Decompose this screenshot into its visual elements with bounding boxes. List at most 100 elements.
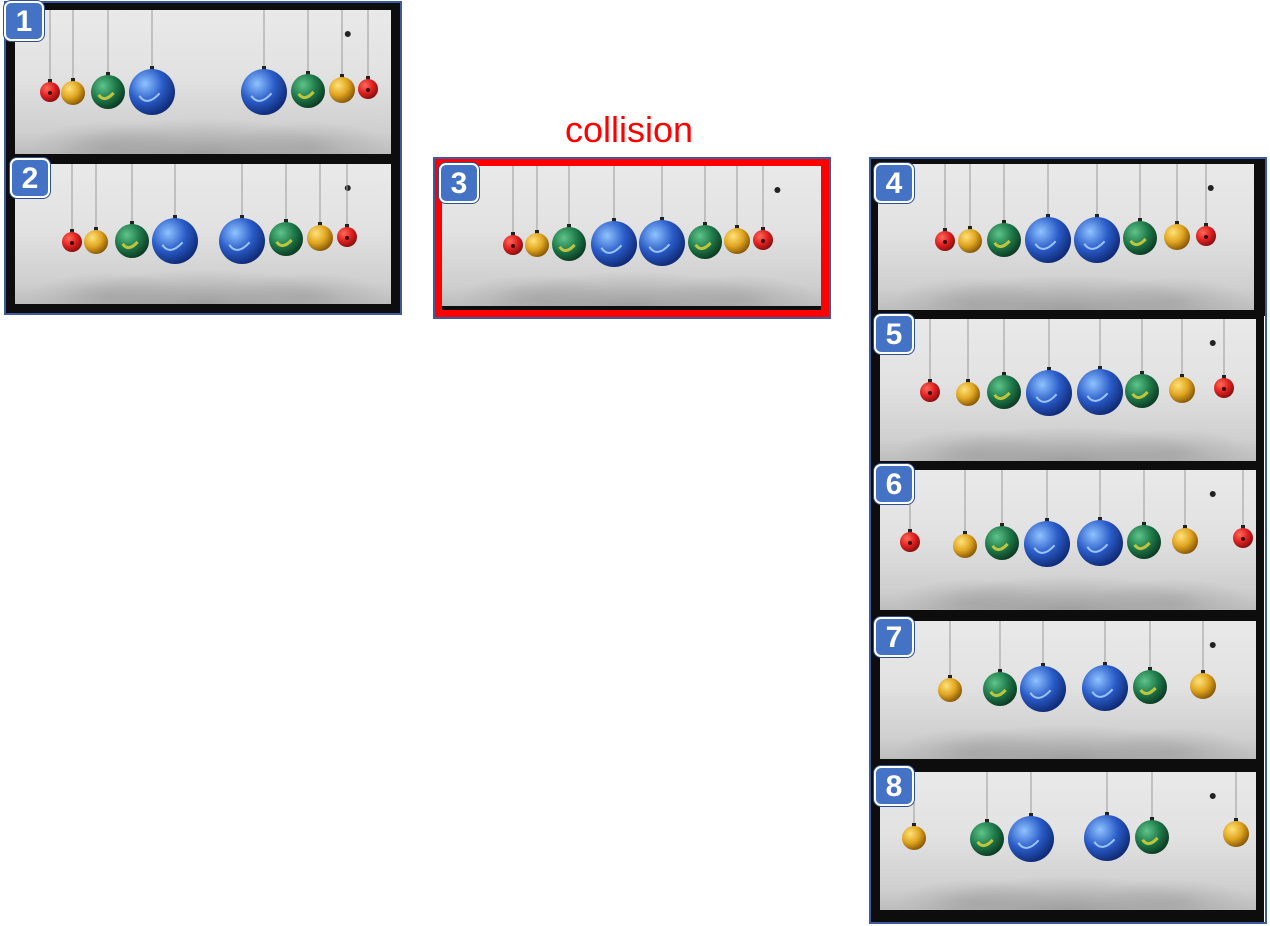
ball-hook [1002, 372, 1006, 376]
blue-ball [1008, 816, 1054, 862]
ball-spot [1204, 235, 1208, 239]
blue-ball [591, 221, 637, 267]
ball-hook [1047, 367, 1051, 371]
blue-ball [152, 218, 198, 264]
wall-dot [1209, 340, 1216, 346]
ball-pattern [97, 91, 115, 101]
blue-ball [241, 69, 287, 115]
ball-pattern [1091, 688, 1114, 698]
ball-pattern [1086, 543, 1109, 553]
ball-hook [1029, 813, 1033, 817]
wall-dot [774, 187, 781, 193]
panel-7-photo [880, 621, 1256, 759]
ball-hook [1000, 523, 1004, 527]
panel-6-frame [870, 466, 1264, 620]
panel-5-frame [870, 315, 1264, 471]
panel-number-badge: 2 [10, 158, 50, 198]
yellow-ball [1164, 224, 1190, 250]
wall-dot [1209, 793, 1216, 799]
ball-hook [1046, 214, 1050, 218]
ball-hook [928, 379, 932, 383]
pendulum-balls [920, 319, 1234, 416]
pendulum-balls [62, 164, 357, 264]
blue-ball [1077, 520, 1123, 566]
green-ball [1127, 525, 1161, 559]
yellow-ball [329, 77, 355, 103]
panel-2-frame [5, 156, 401, 314]
ball-hook [284, 219, 288, 223]
green-ball [1133, 670, 1167, 704]
panel-number-badge: 3 [439, 163, 479, 203]
ball-hook [567, 224, 571, 228]
ball-spot [511, 244, 515, 248]
ball-hook [366, 76, 370, 80]
blue-ball [1077, 369, 1123, 415]
ball-spot [345, 236, 349, 240]
ball-hook [1180, 374, 1184, 378]
green-ball [1135, 820, 1169, 854]
ball-pattern [297, 90, 315, 100]
green-ball [983, 672, 1017, 706]
ball-pattern [1029, 689, 1052, 699]
ball-hook [1138, 218, 1142, 222]
panel-number-badge: 6 [874, 464, 914, 504]
ball-hook [966, 379, 970, 383]
ball-hook [735, 225, 739, 229]
ball-pattern [1083, 240, 1106, 250]
yellow-ball [938, 678, 962, 702]
ball-pattern [600, 244, 623, 254]
ball-hook [306, 71, 310, 75]
green-ball [552, 227, 586, 261]
ball-hook [963, 531, 967, 535]
ball-pattern [558, 243, 576, 253]
ball-pattern [1133, 541, 1151, 551]
ball-spot [366, 88, 370, 92]
ball-pattern [1035, 393, 1058, 403]
ball-hook [943, 228, 947, 232]
ball-spot [48, 91, 52, 95]
ball-hook [1150, 817, 1154, 821]
blue-ball [129, 69, 175, 115]
ball-pattern [228, 241, 251, 251]
pendulum-balls [503, 166, 781, 267]
ball-spot [1241, 537, 1245, 541]
blue-ball [219, 218, 265, 264]
ball-hook [1098, 366, 1102, 370]
panel-7-frame [870, 617, 1264, 771]
green-ball [688, 225, 722, 259]
yellow-ball [307, 225, 333, 251]
ball-hook [912, 823, 916, 827]
ball-hook [1142, 522, 1146, 526]
ball-hook [1041, 663, 1045, 667]
ball-pattern [1131, 390, 1149, 400]
green-ball [1125, 374, 1159, 408]
blue-ball [1074, 217, 1120, 263]
ball-hook [703, 222, 707, 226]
pendulum-balls [40, 10, 378, 115]
green-ball [1123, 221, 1157, 255]
ball-spot [908, 541, 912, 545]
wall-dot [344, 185, 351, 191]
panel-number-badge: 7 [874, 617, 914, 657]
ball-pattern [1034, 240, 1057, 250]
ball-pattern [1093, 838, 1116, 848]
pendulum-balls [938, 621, 1216, 712]
ball-hook [612, 218, 616, 222]
green-ball [970, 822, 1004, 856]
ball-hook [535, 230, 539, 234]
ball-spot [761, 239, 765, 243]
ball-hook [985, 819, 989, 823]
wall-dot [1207, 185, 1214, 191]
ball-hook [1105, 812, 1109, 816]
ball-hook [340, 74, 344, 78]
blue-ball [1025, 217, 1071, 263]
panel-3-photo [442, 166, 821, 306]
yellow-ball [724, 228, 750, 254]
ball-pattern [1139, 686, 1157, 696]
ball-hook [1183, 525, 1187, 529]
ball-pattern [993, 391, 1011, 401]
panel-5-photo [880, 319, 1256, 461]
ball-hook [318, 222, 322, 226]
ball-hook [1204, 223, 1208, 227]
green-ball [985, 526, 1019, 560]
